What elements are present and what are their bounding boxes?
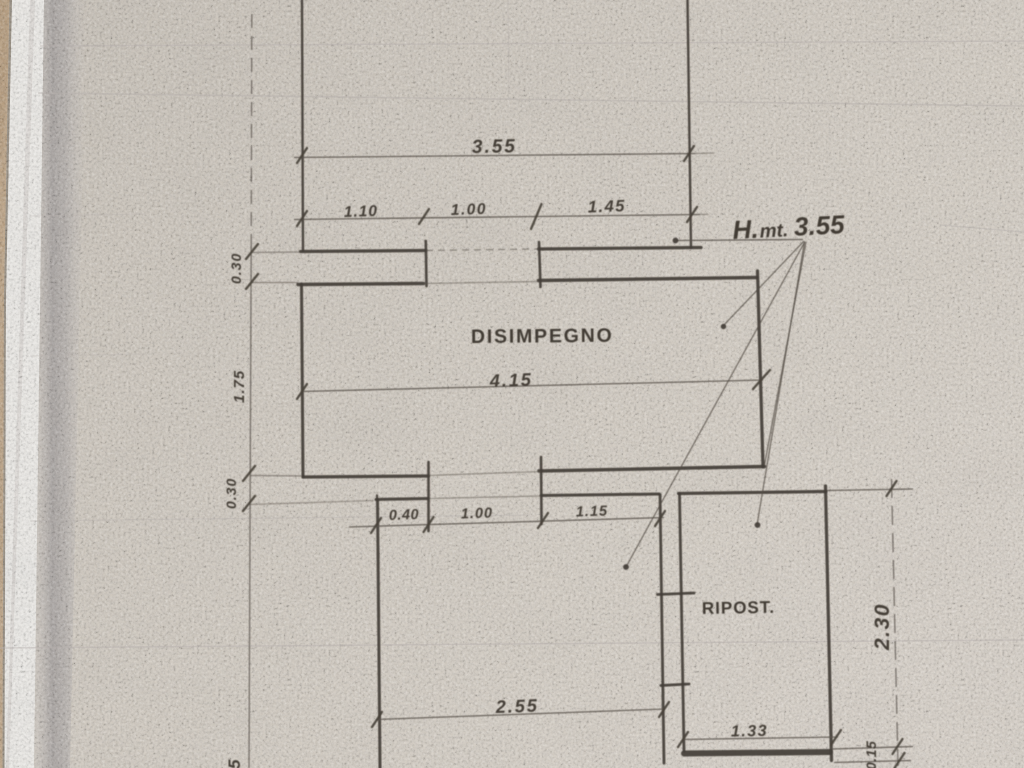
svg-text:0.30: 0.30	[228, 253, 244, 284]
svg-text:DISIMPEGNO: DISIMPEGNO	[471, 325, 614, 348]
svg-text:0.15: 0.15	[863, 741, 879, 768]
svg-text:1.75: 1.75	[231, 370, 248, 403]
svg-text:1.45: 1.45	[588, 197, 627, 216]
svg-text:RIPOST.: RIPOST.	[702, 598, 775, 618]
svg-text:5: 5	[225, 759, 244, 768]
svg-text:0.30: 0.30	[223, 478, 239, 509]
svg-text:2.55: 2.55	[494, 696, 539, 718]
svg-text:1.00: 1.00	[451, 201, 488, 219]
svg-text:2.30: 2.30	[871, 603, 894, 651]
svg-text:1.10: 1.10	[344, 203, 379, 221]
svg-text:4.15: 4.15	[488, 370, 533, 392]
svg-text:1.33: 1.33	[731, 723, 768, 741]
svg-text:1.00: 1.00	[461, 505, 494, 522]
svg-text:1.15: 1.15	[576, 503, 609, 520]
svg-text:3.55: 3.55	[472, 136, 517, 158]
svg-text:0.40: 0.40	[389, 507, 420, 524]
